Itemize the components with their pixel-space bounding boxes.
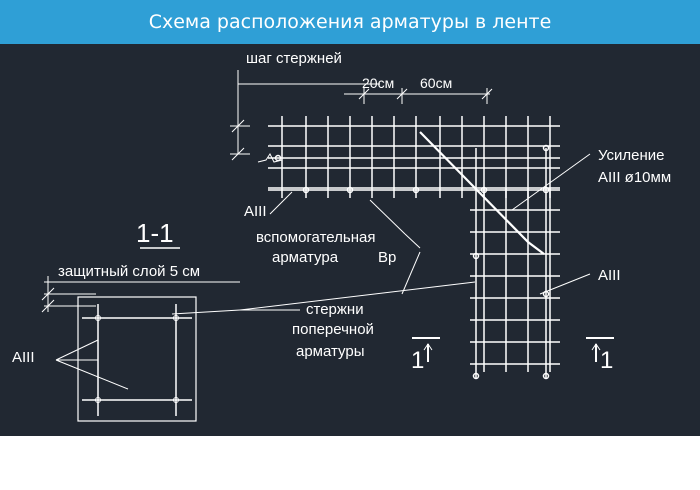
auxiliary-label-2: арматура [272,249,339,266]
reinforcement-bar [419,131,545,255]
page-title: Схема расположения арматуры в ленте [148,11,552,33]
reinforcement-label: Усиление [598,147,665,164]
rebar-dot [346,186,354,194]
step-60-label: 60см [420,75,452,91]
leader-lines [55,153,591,390]
plan-rebar-grid [268,116,560,380]
aiii-section-label: AIII [12,349,35,366]
reinforcement-spec-label: AIII ø10мм [598,169,671,186]
rebar-dot [542,144,550,152]
aiii-right-label: AIII [598,267,621,284]
title-bar: Схема расположения арматуры в ленте [0,0,700,44]
auxiliary-bp-label: Вр [378,249,396,266]
rebar-dot [472,252,480,260]
rebar-dot [542,186,550,194]
step-20-label: 20см [362,75,394,91]
cross-bars-label-3: арматуры [296,343,365,360]
section-title: 1-1 [136,218,174,248]
rebar-dot [542,372,550,380]
auxiliary-label-1: вспомогательная [256,229,375,246]
section-1-1 [41,247,240,422]
rebar-dot [412,186,420,194]
section-cut-markers [412,337,614,362]
rebar-dot [480,186,488,194]
cross-bars-label-1: стержни [306,301,364,318]
aiii-top-label: AIII [244,203,267,220]
rebar-dot [302,186,310,194]
reinforcement-scheme: шаг стержней 20см 60см Усиление AIII ø10… [12,50,671,422]
cut-left-label: 1 [411,347,424,374]
cut-right-label: 1 [600,347,613,374]
cross-bars-label-2: поперечной [292,321,374,338]
rebar-dot [472,372,480,380]
cover-label: защитный слой 5 см [58,263,200,280]
drawing-canvas: шаг стержней 20см 60см Усиление AIII ø10… [0,44,700,436]
step-label: шаг стержней [246,50,342,67]
dimension-lines [230,70,493,163]
